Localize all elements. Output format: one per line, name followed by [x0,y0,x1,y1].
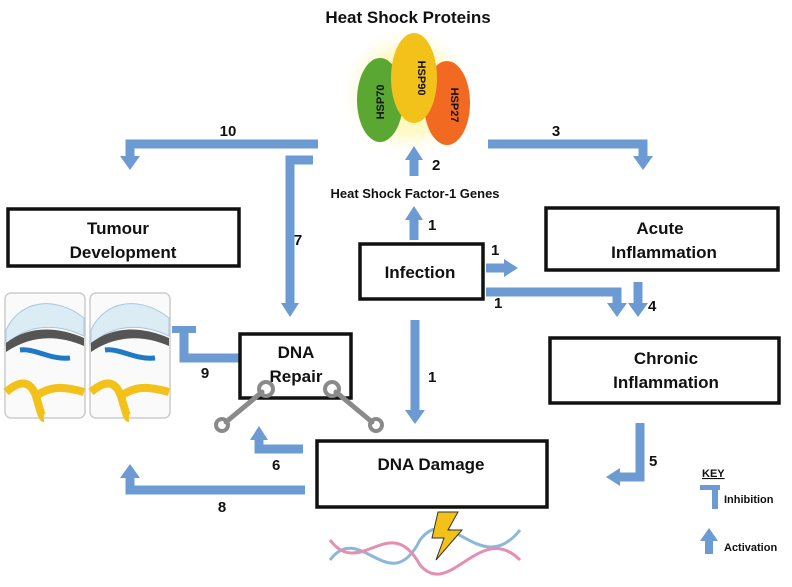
svg-text:Infection: Infection [385,263,456,282]
svg-text:Chronic: Chronic [634,349,698,368]
hsf-genes-label: Heat Shock Factor-1 Genes [330,186,499,201]
hsp90-protein [391,33,437,123]
diagram-title: Heat Shock Proteins [325,8,490,27]
arrow-5 [618,423,645,482]
hsp-cluster: HSP70 HSP90 HSP27 [338,24,478,160]
arrow-1-chronic [486,287,622,305]
hsp70-label: HSP70 [375,85,387,120]
label-7: 7 [294,232,302,249]
svg-text:Inflammation: Inflammation [613,373,719,392]
hsp90-label: HSP90 [415,61,427,96]
label-6: 6 [272,457,280,474]
arrow-8 [125,476,305,495]
key-title: KEY [702,468,725,480]
tissue-illustration-left [3,292,86,422]
lightning-bolt-icon [431,511,464,561]
label-1-hsf: 1 [428,217,436,234]
svg-text:Tumour: Tumour [87,219,149,238]
label-8: 8 [218,499,226,516]
svg-text:Acute: Acute [636,219,683,238]
chronic-inflammation-box: Chronic Inflammation [548,336,781,405]
arrow-3 [488,139,648,158]
label-3: 3 [552,123,560,140]
label-9: 9 [201,365,209,382]
arrow-6 [254,438,303,454]
wrench-icon-right [323,380,384,433]
wrench-icon [214,380,275,433]
svg-text:Development: Development [70,243,177,262]
arrow-9-inhibition [179,332,240,363]
label-10: 10 [220,123,237,140]
dna-damage-box: DNA Damage [315,439,549,509]
svg-text:Repair: Repair [270,367,323,386]
acute-inflammation-box: Acute Inflammation [544,206,780,272]
label-2: 2 [432,157,440,174]
svg-text:Inflammation: Inflammation [611,243,717,262]
label-4: 4 [648,298,657,315]
label-5: 5 [649,453,657,470]
arrow-10 [125,139,318,158]
svg-text:DNA Damage: DNA Damage [377,455,484,474]
label-1-damage: 1 [428,369,436,386]
key-inhibition-label: Inhibition [724,494,774,506]
hsp27-label: HSP27 [448,88,460,123]
key-activation-label: Activation [724,542,777,554]
svg-text:DNA: DNA [278,343,315,362]
label-1-acute: 1 [491,242,499,259]
dna-helix-illustration [328,511,522,576]
arrow-7 [285,155,313,305]
dna-repair-box: DNA Repair [238,332,353,400]
label-1-chronic: 1 [494,295,502,312]
infection-box: Infection [358,242,485,301]
tissue-illustration-right [88,292,171,422]
legend-key: KEY Inhibition Activation [700,468,777,554]
tumour-development-box: Tumour Development [6,207,241,268]
